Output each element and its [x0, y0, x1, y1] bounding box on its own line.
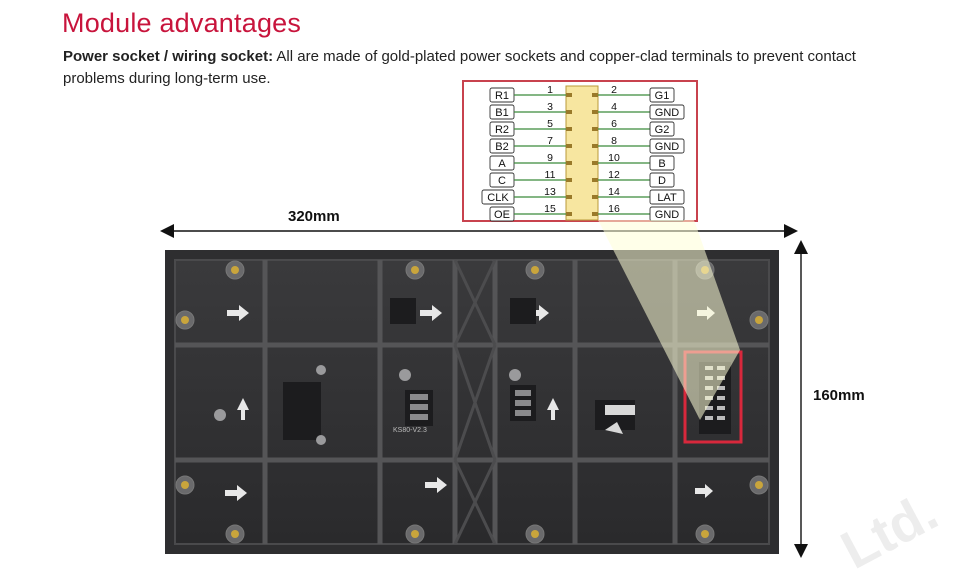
left-pin-label-6: CLK [487, 192, 509, 204]
left-pin-label-3: B2 [495, 141, 508, 153]
left-pin-pad-5 [566, 178, 572, 182]
left-pin-number-0: 1 [547, 84, 553, 96]
right-pin-label-1: GND [655, 107, 680, 119]
width-label: 320mm [288, 208, 340, 225]
left-pin-number-5: 11 [545, 169, 556, 181]
right-pin-pad-0 [592, 93, 598, 97]
right-pin-number-7: 16 [608, 203, 620, 215]
left-pin-number-4: 9 [547, 152, 553, 164]
height-dimension-arrow [794, 240, 808, 558]
left-pin-number-1: 3 [547, 101, 553, 113]
right-pin-label-3: GND [655, 141, 680, 153]
right-pin-number-0: 2 [611, 84, 617, 96]
page-title: Module advantages [62, 8, 302, 38]
right-pin-label-2-box [649, 121, 675, 137]
right-pin-pad-5 [592, 178, 598, 182]
right-pin-label-0: G1 [655, 90, 670, 102]
left-pin-label-4: A [498, 158, 506, 170]
left-pin-label-1: B1 [495, 107, 508, 119]
right-pin-label-1-box [649, 104, 685, 120]
left-pin-label-0: R1 [495, 90, 509, 102]
description-text: All are made of gold-plated power socket… [63, 48, 856, 87]
right-pin-label-2: G2 [655, 124, 670, 136]
height-label: 160mm [813, 387, 865, 404]
left-pin-pad-0 [566, 93, 572, 97]
right-pin-label-4-box [649, 155, 675, 171]
right-pin-pad-3 [592, 144, 598, 148]
description-lead: Power socket / wiring socket: [63, 48, 274, 65]
right-pin-number-5: 12 [608, 169, 620, 181]
right-pin-number-6: 14 [608, 186, 620, 198]
right-pin-label-7: GND [655, 209, 680, 221]
right-pin-label-0-box [649, 87, 675, 103]
description-paragraph: Power socket / wiring socket: All are ma… [63, 46, 913, 90]
right-pin-pad-6 [592, 195, 598, 199]
left-pin-number-6: 13 [544, 186, 556, 198]
right-pin-number-3: 8 [611, 135, 617, 147]
left-pin-number-7: 15 [544, 203, 556, 215]
left-pin-number-3: 7 [547, 135, 553, 147]
left-pin-pad-7 [566, 212, 572, 216]
right-pin-label-3-box [649, 138, 685, 154]
left-pin-pad-4 [566, 161, 572, 165]
left-pin-pad-1 [566, 110, 572, 114]
right-pin-number-2: 6 [611, 118, 617, 130]
right-pin-pad-1 [592, 110, 598, 114]
board-code-label: KS80-V2.3 [393, 427, 427, 434]
right-pin-pad-7 [592, 212, 598, 216]
right-pin-number-4: 10 [608, 152, 620, 164]
left-pin-number-2: 5 [547, 118, 553, 130]
left-pin-pad-3 [566, 144, 572, 148]
left-pin-pad-2 [566, 127, 572, 131]
right-pin-number-1: 4 [611, 101, 617, 113]
led-module-image: KS80-V2.3 [165, 250, 779, 554]
right-pin-pad-4 [592, 161, 598, 165]
right-pin-pad-2 [592, 127, 598, 131]
right-pin-label-4: B [658, 158, 665, 170]
left-pin-label-7: OE [494, 209, 510, 221]
right-pin-label-6: LAT [657, 192, 677, 204]
right-pin-label-6-box [649, 189, 685, 205]
right-pin-label-5: D [658, 175, 666, 187]
left-pin-label-5: C [498, 175, 506, 187]
left-pin-pad-6 [566, 195, 572, 199]
left-pin-label-2: R2 [495, 124, 509, 136]
right-pin-label-5-box [649, 172, 675, 188]
